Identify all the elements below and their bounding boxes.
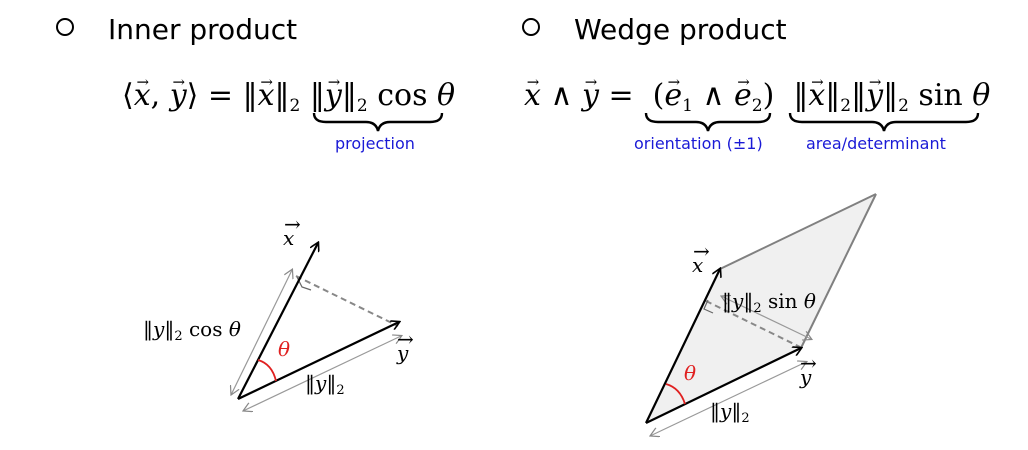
orientation-brace <box>644 112 772 132</box>
wedge-angle-arc <box>665 383 686 405</box>
inner-y-length-arrow <box>243 336 401 411</box>
wedge-label-ylen: ‖y‖2 <box>710 399 750 426</box>
inner-angle-arc <box>257 359 277 382</box>
wedge-product-heading: Wedge product <box>522 14 787 46</box>
wedge-vector-y <box>645 348 801 424</box>
inner-dashed-perpendicular <box>295 275 399 327</box>
wedge-label-height: ‖y‖2 sin θ <box>722 289 816 316</box>
inner-product-formula: ⟨x, y⟩ = ‖x‖2 ‖y‖2 cos θ <box>122 78 455 124</box>
orientation-label: orientation (±1) <box>634 134 763 153</box>
wedge-label-y-arrow: → <box>800 351 817 375</box>
inner-label-x-arrow: → <box>284 212 301 236</box>
wedge-parallelogram-right-edge <box>800 193 877 349</box>
wedge-height-length-arrow <box>721 296 811 339</box>
inner-vector-x <box>237 243 318 400</box>
inner-label-y-arrow: → <box>397 327 414 351</box>
area-determinant-label: area/determinant <box>806 134 946 153</box>
inner-vector-y <box>237 322 399 400</box>
wedge-y-length-arrow <box>650 362 806 436</box>
wedge-right-angle-mark <box>703 299 714 314</box>
wedge-label-y: y <box>799 365 812 389</box>
wedge-vector-x <box>645 269 720 424</box>
inner-label-x: x <box>283 226 294 250</box>
wedge-product-formula: x ∧ y = (e1 ∧ e2) ‖x‖2‖y‖2 sin θ <box>524 78 990 124</box>
projection-brace <box>312 112 444 132</box>
projection-label: projection <box>335 134 415 153</box>
wedge-label-x-arrow: → <box>693 239 710 263</box>
wedge-label-theta: θ <box>684 361 696 385</box>
inner-projection-length-arrow <box>231 270 292 395</box>
inner-product-heading: Inner product <box>56 14 297 46</box>
inner-label-y: y <box>396 341 409 365</box>
bullet-circle-icon <box>56 18 74 36</box>
wedge-label-x: x <box>692 253 703 277</box>
bullet-circle-icon <box>522 18 540 36</box>
inner-label-theta: θ <box>278 337 290 361</box>
wedge-parallelogram-top-edge <box>719 193 877 270</box>
area-brace <box>788 112 980 132</box>
inner-label-proj: ‖y‖2 cos θ <box>143 317 241 344</box>
